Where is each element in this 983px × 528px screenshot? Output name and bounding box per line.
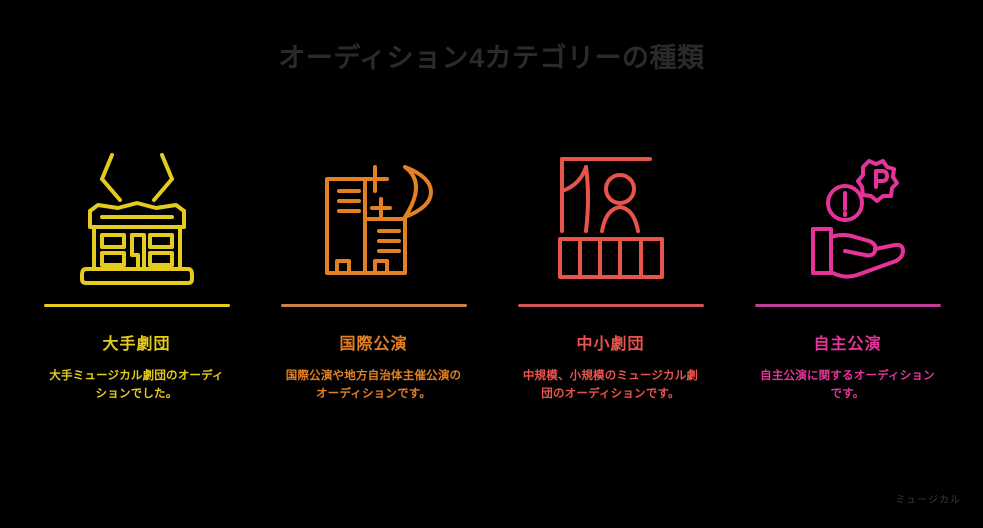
column-body-text: 自主公演に関するオーディションです。: [760, 370, 935, 400]
theater-stage-spotlight-icon: [72, 140, 202, 290]
page-title: オーディション4カテゴリーの種類: [278, 43, 705, 73]
column-divider: [517, 304, 704, 307]
column-divider: [43, 304, 230, 307]
category-column-major-troupe[interactable]: 大手劇団 大手ミュージカル劇団のオーディションでした。: [22, 140, 251, 404]
category-column-international-performance[interactable]: 国際公演 国際公演や地方自治体主催公演のオーディションです。: [259, 140, 488, 404]
city-buildings-moon-stars-icon: [309, 140, 439, 290]
category-column-self-produced-performance[interactable]: 自主公演 自主公演に関するオーディションです。: [733, 140, 962, 404]
stage-performer-audience-seats-icon: [546, 140, 676, 290]
column-heading: 大手劇団: [102, 336, 171, 353]
column-heading: 中小劇団: [576, 336, 645, 353]
column-divider: [280, 304, 467, 307]
category-column-small-medium-troupe[interactable]: 中小劇団 中規模、小規模のミュージカル劇団のオーディションです。: [496, 140, 725, 404]
column-divider: [754, 304, 941, 307]
column-body-text: 大手ミュージカル劇団のオーディションでした。: [49, 370, 224, 400]
column-heading: 国際公演: [339, 336, 408, 353]
category-columns: 大手劇団 大手ミュージカル劇団のオーディションでした。: [0, 140, 983, 404]
column-body-text: 国際公演や地方自治体主催公演のオーディションです。: [285, 370, 462, 400]
hand-holding-coins-icon: [783, 140, 913, 290]
watermark-text: ミュージカル: [895, 495, 961, 506]
column-heading: 自主公演: [813, 336, 882, 353]
column-body-text: 中規模、小規模のミュージカル劇団のオーディションです。: [522, 370, 699, 400]
